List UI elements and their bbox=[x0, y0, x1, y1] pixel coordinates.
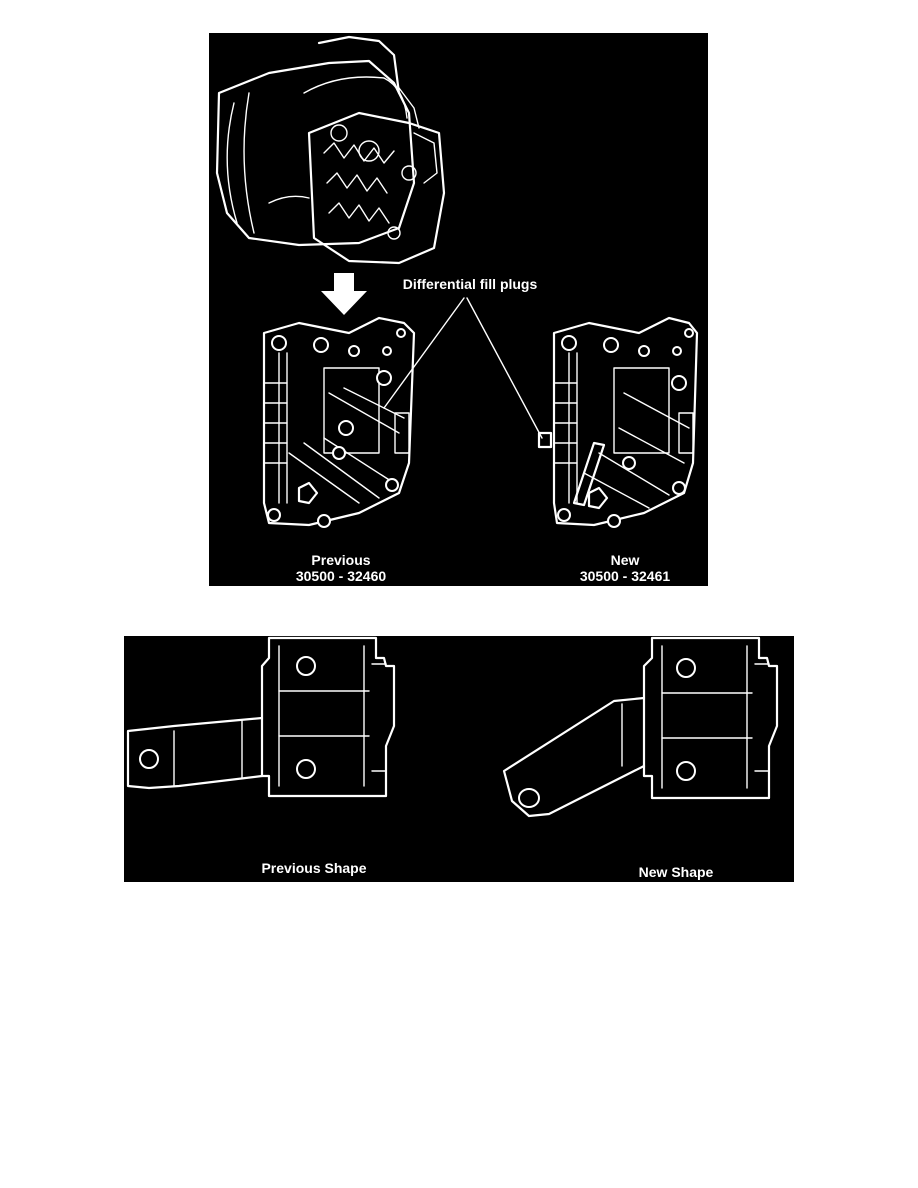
new-caption: New 30500 - 32461 bbox=[555, 552, 695, 584]
callout-label: Differential fill plugs bbox=[402, 276, 538, 292]
transmission-assembly bbox=[215, 35, 446, 265]
previous-caption: Previous 30500 - 32460 bbox=[271, 552, 411, 584]
down-arrow-icon bbox=[321, 273, 367, 315]
previous-part-number: 30500 - 32460 bbox=[295, 568, 387, 584]
previous-label: Previous bbox=[311, 552, 371, 568]
bracket-shape-diagram: Previous Shape New Shape bbox=[124, 636, 794, 882]
new-label: New bbox=[610, 552, 640, 568]
new-part-number: 30500 - 32461 bbox=[579, 568, 671, 584]
transmission-diagram: Differential fill plugs Previous 30500 -… bbox=[209, 33, 708, 586]
new-bracket bbox=[502, 636, 779, 818]
bracket-drawing bbox=[126, 636, 779, 818]
previous-shape-caption: Previous Shape bbox=[261, 860, 367, 876]
callout-lines bbox=[383, 297, 543, 439]
previous-housing bbox=[262, 316, 416, 528]
previous-bracket bbox=[126, 636, 396, 798]
new-shape-caption: New Shape bbox=[638, 864, 714, 880]
new-housing bbox=[537, 316, 699, 528]
transmission-drawing bbox=[215, 35, 699, 528]
